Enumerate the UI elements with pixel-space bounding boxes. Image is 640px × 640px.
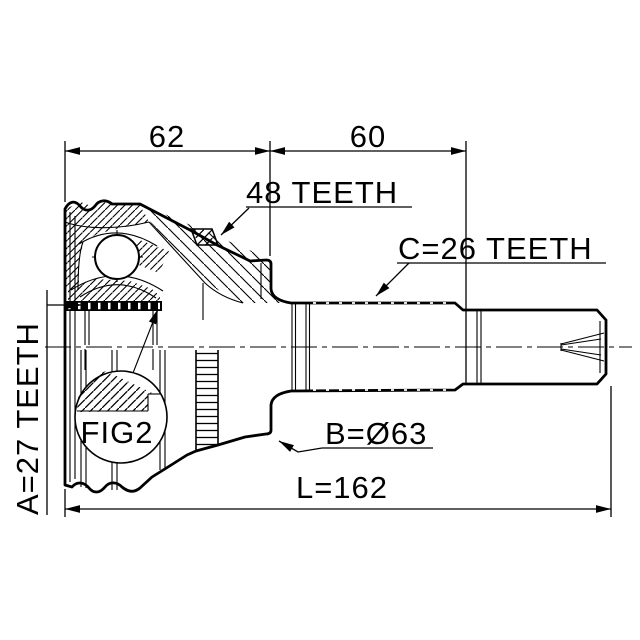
hatch-wall-band (141, 204, 291, 303)
hatch-inner-race (68, 279, 160, 301)
dim-60-label: 60 (350, 119, 386, 154)
dimension-60: 60 (270, 119, 467, 383)
ball-bearing (94, 234, 140, 280)
section-hatching (65, 201, 291, 303)
outer-spline-teeth-label: C=26 TEETH (398, 231, 593, 266)
callout-a-27-teeth: A=27 TEETH (10, 290, 82, 515)
center-drill-tip (560, 332, 605, 362)
bell-housing-outline (63, 199, 608, 494)
dimension-62: 62 (64, 119, 271, 256)
inner-spline-teeth-label: A=27 TEETH (10, 322, 45, 515)
detail-balloon-leader (132, 308, 159, 374)
inner-spline-band (66, 301, 162, 311)
callout-b-diameter: B=Ø63 (278, 416, 433, 453)
callout-c-26-teeth: C=26 TEETH (375, 231, 606, 297)
abs-ring-tooth-section (189, 228, 220, 246)
shaft-detail-lines (291, 303, 605, 391)
cage-arc-upper (78, 232, 158, 247)
dim-62-label: 62 (149, 119, 185, 154)
detail-hatch (77, 371, 152, 412)
callout-48-teeth: 48 TEETH (220, 175, 412, 236)
detail-balloon: FIG2 (74, 308, 168, 464)
length-label: L=162 (296, 470, 388, 505)
hatch-top-band (65, 201, 149, 290)
outer-diameter-label: B=Ø63 (325, 416, 427, 451)
bell-interior-lines (64, 212, 262, 482)
hatch-inner-race-wedge (131, 239, 169, 273)
abs-teeth-label: 48 TEETH (246, 175, 398, 210)
abs-ring-stripes (195, 350, 219, 452)
figure-ref-label: FIG2 (81, 415, 154, 450)
dimension-length: L=162 (64, 386, 612, 517)
